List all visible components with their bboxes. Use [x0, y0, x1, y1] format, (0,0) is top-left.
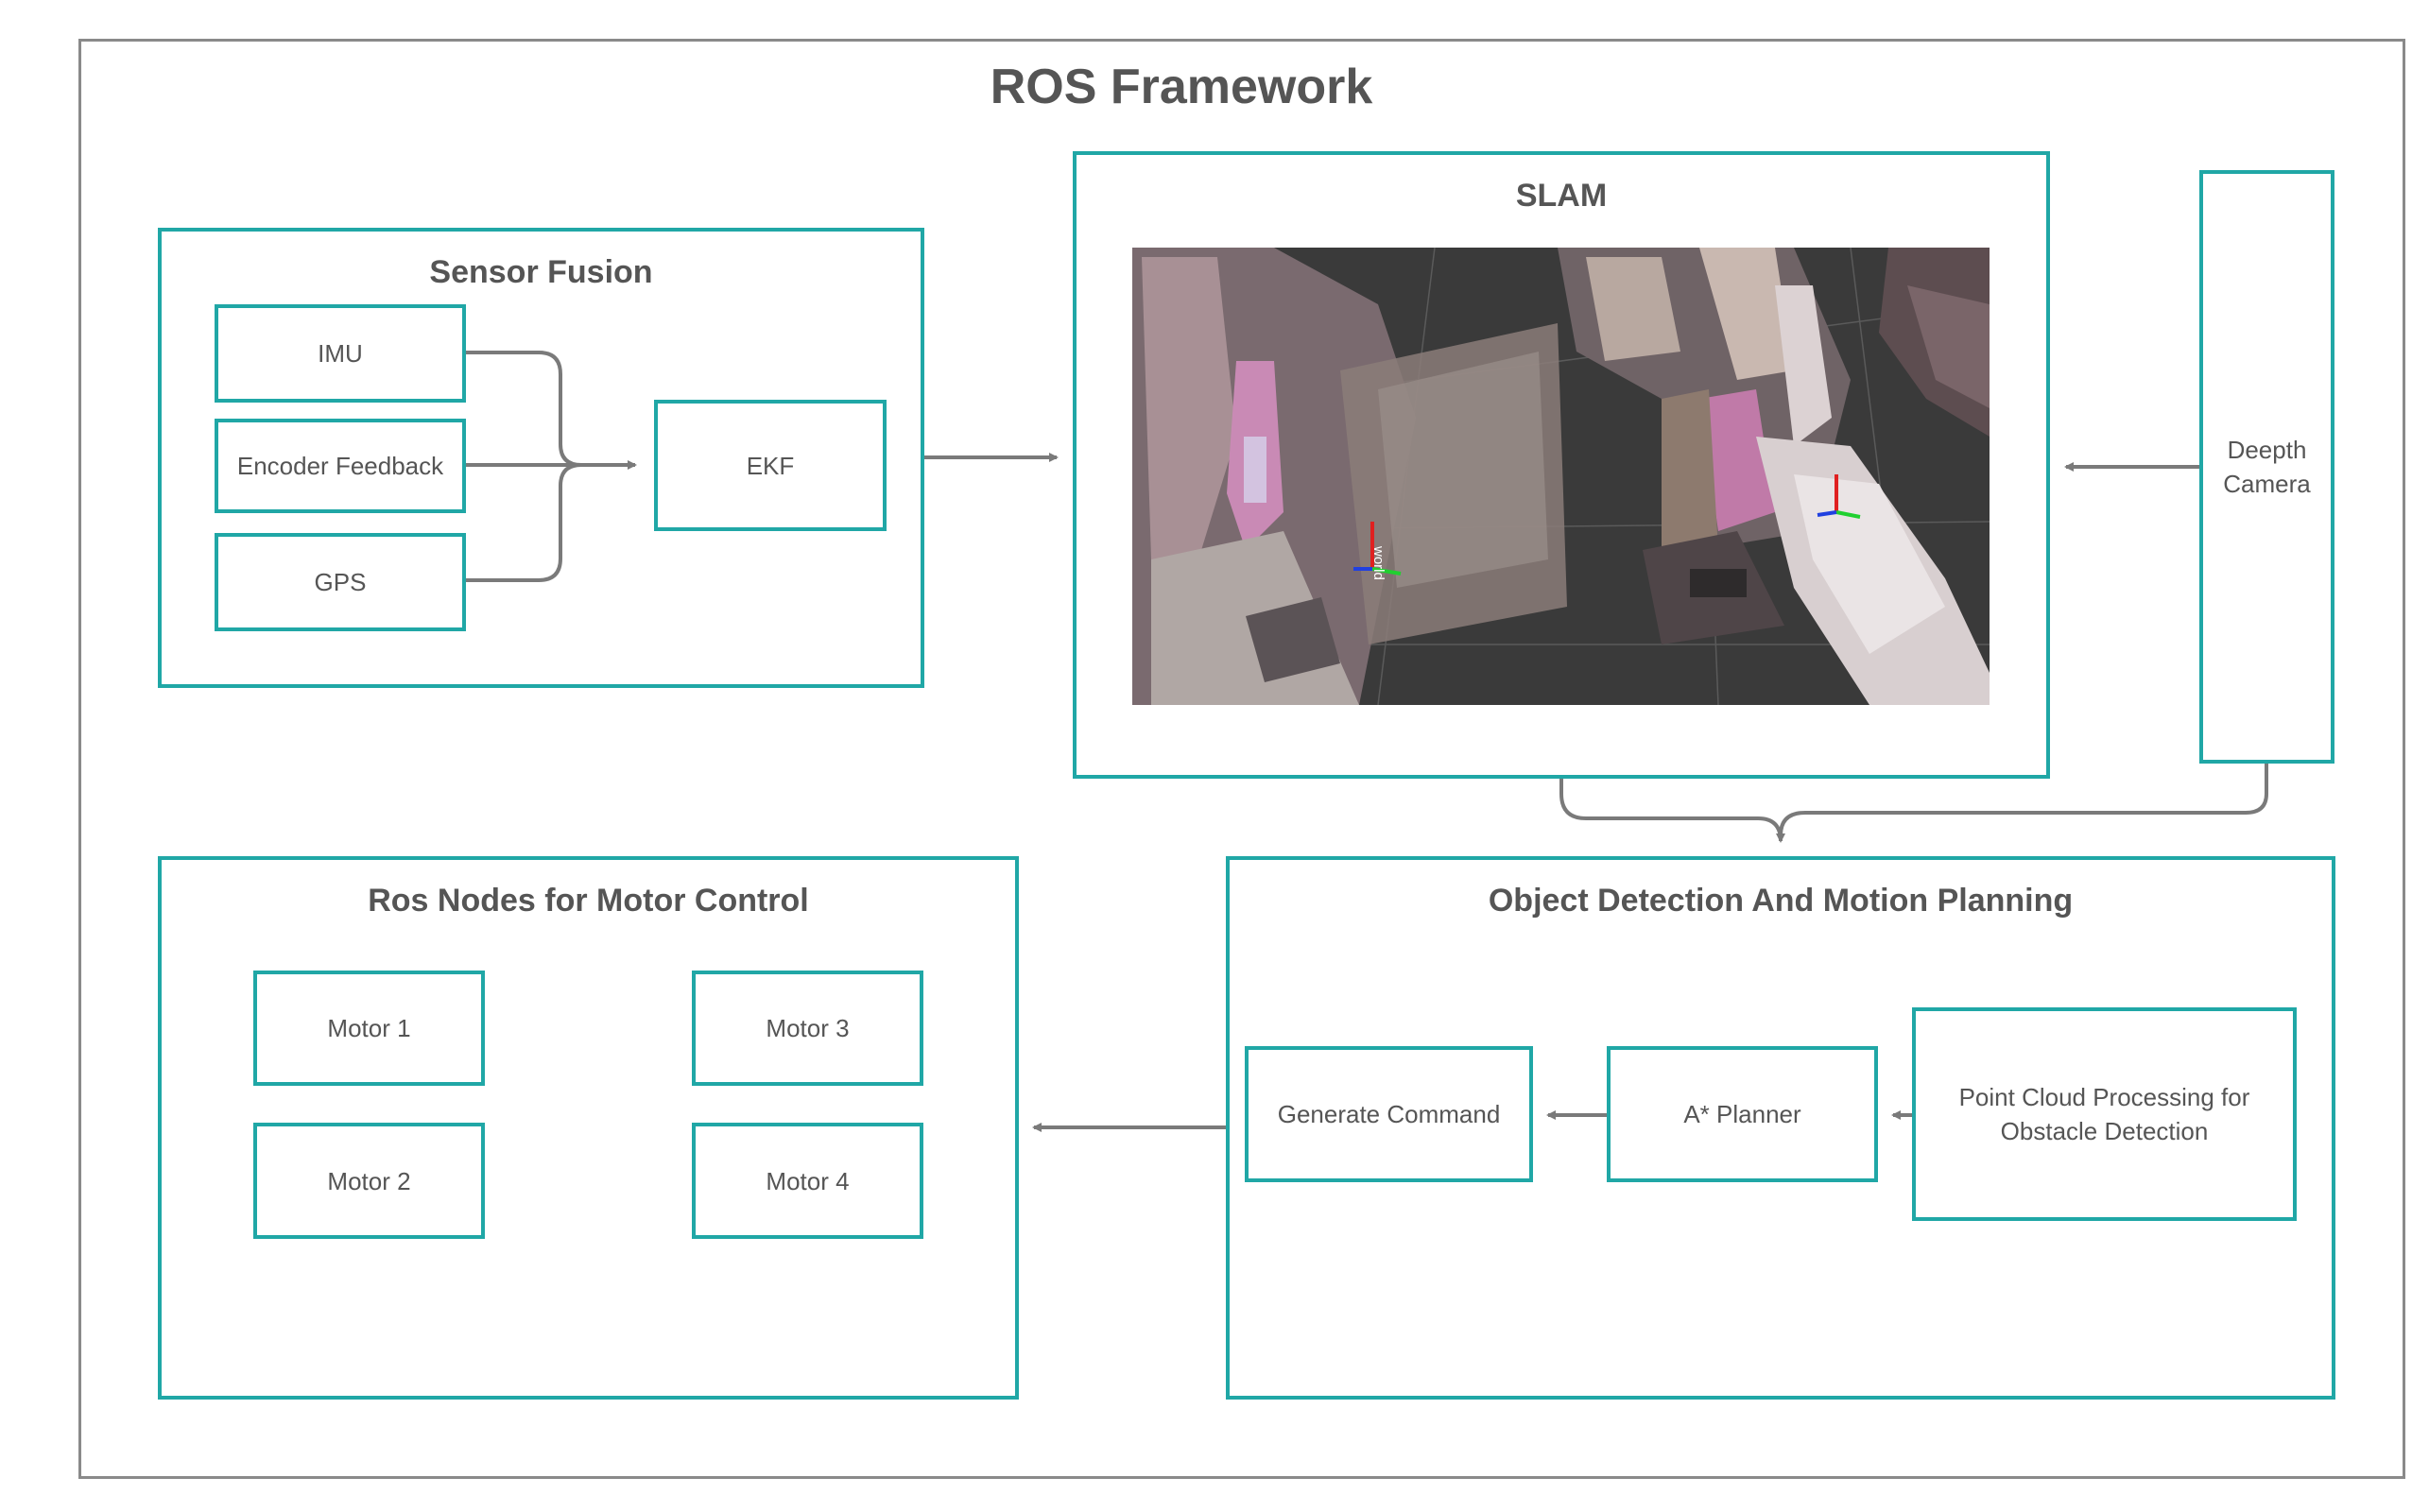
sensor-fusion-title: Sensor Fusion — [429, 254, 653, 290]
motor-1-node: Motor 1 — [253, 971, 485, 1086]
slam-pointcloud-view: world — [1132, 248, 1990, 705]
motor-4-node: Motor 4 — [692, 1123, 923, 1239]
gps-node: GPS — [215, 533, 466, 631]
ekf-node: EKF — [654, 400, 887, 531]
motor-3-node: Motor 3 — [692, 971, 923, 1086]
generate-command-node: Generate Command — [1245, 1046, 1533, 1182]
encoder-feedback-node: Encoder Feedback — [215, 419, 466, 513]
depth-camera-node: Deepth Camera — [2199, 170, 2334, 764]
motor-2-node: Motor 2 — [253, 1123, 485, 1239]
ros-framework-frame — [78, 39, 2405, 1479]
world-frame-label: world — [1370, 545, 1387, 580]
imu-node: IMU — [215, 304, 466, 403]
motor-control-title: Ros Nodes for Motor Control — [368, 883, 809, 919]
point-cloud-processing-node: Point Cloud Processing for Obstacle Dete… — [1912, 1007, 2297, 1221]
object-detection-title: Object Detection And Motion Planning — [1488, 883, 2074, 919]
framework-title: ROS Framework — [990, 60, 1373, 114]
slam-title: SLAM — [1515, 178, 1608, 214]
a-star-planner-node: A* Planner — [1607, 1046, 1878, 1182]
